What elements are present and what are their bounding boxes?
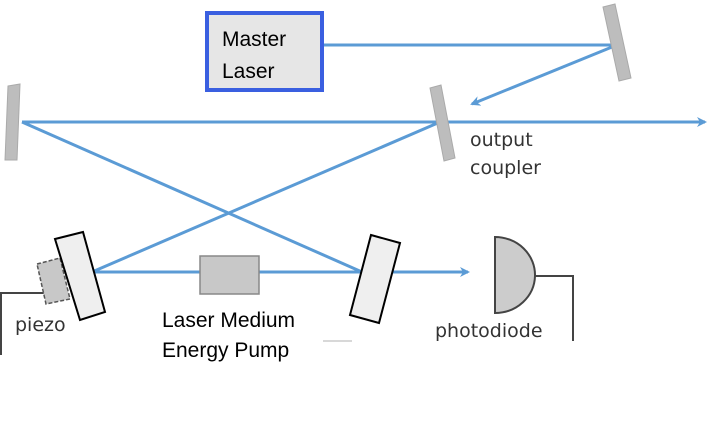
photodiode-label: photodiode	[435, 320, 543, 342]
bottom-mirror	[348, 233, 402, 325]
master-laser-label-1: Master	[222, 28, 286, 51]
photodiode-wire	[535, 275, 574, 341]
piezo-mirror	[53, 230, 107, 322]
piezo-label: piezo	[15, 314, 66, 336]
beam-cross-1	[21, 120, 363, 274]
top-right-mirror	[602, 3, 632, 82]
master-laser-label-2: Laser	[222, 60, 275, 83]
photodiode	[494, 235, 537, 315]
piezo	[36, 257, 71, 305]
beam-mirror-to-coupler	[470, 45, 613, 106]
beam-paths	[21, 43, 707, 277]
left-mirror	[4, 83, 21, 161]
piezo-wire	[0, 292, 45, 355]
laser-medium	[199, 255, 260, 295]
beam-cross-2	[91, 120, 441, 274]
master-laser-box	[205, 11, 324, 92]
output-coupler-label-2: coupler	[470, 157, 541, 179]
laser-medium-label: Laser Medium	[162, 309, 295, 332]
energy-pump-label: Energy Pump	[162, 339, 289, 362]
output-coupler-mirror	[429, 84, 456, 162]
output-coupler-label-1: output	[470, 129, 533, 151]
